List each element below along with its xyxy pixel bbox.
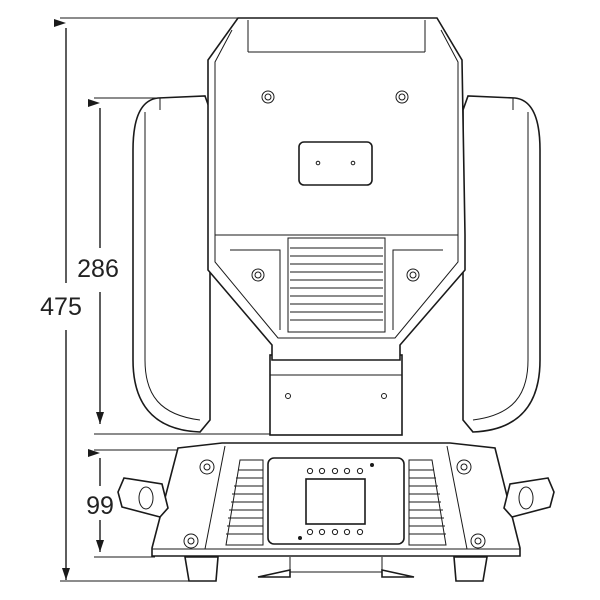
control-panel[interactable] — [267, 457, 405, 545]
dimension-head-height: 286 — [77, 99, 119, 424]
control-buttons[interactable] — [306, 467, 364, 536]
yoke-neck — [269, 354, 403, 436]
head-vent-grille — [287, 237, 386, 333]
fixture-base — [117, 442, 555, 582]
base-vent-right — [408, 459, 447, 546]
base-feet — [184, 556, 488, 582]
head-screws — [251, 90, 420, 282]
dimension-overall-height: 475 — [40, 19, 82, 580]
carry-handle-left[interactable] — [117, 477, 169, 518]
yoke-left-arm — [132, 95, 211, 433]
extension-lines — [60, 17, 280, 582]
base-vent-left — [225, 459, 264, 546]
yoke-right-arm — [462, 95, 541, 433]
moving-head-body — [207, 17, 466, 361]
dimension-base-height: 99 — [86, 449, 114, 552]
dimension-label-99: 99 — [86, 492, 114, 520]
carry-handle-right[interactable] — [503, 477, 555, 518]
head-label-plate — [298, 141, 373, 186]
base-screws — [183, 459, 486, 549]
dimension-label-475: 475 — [40, 293, 82, 321]
dimension-label-286: 286 — [77, 255, 119, 283]
lcd-display — [305, 478, 366, 525]
